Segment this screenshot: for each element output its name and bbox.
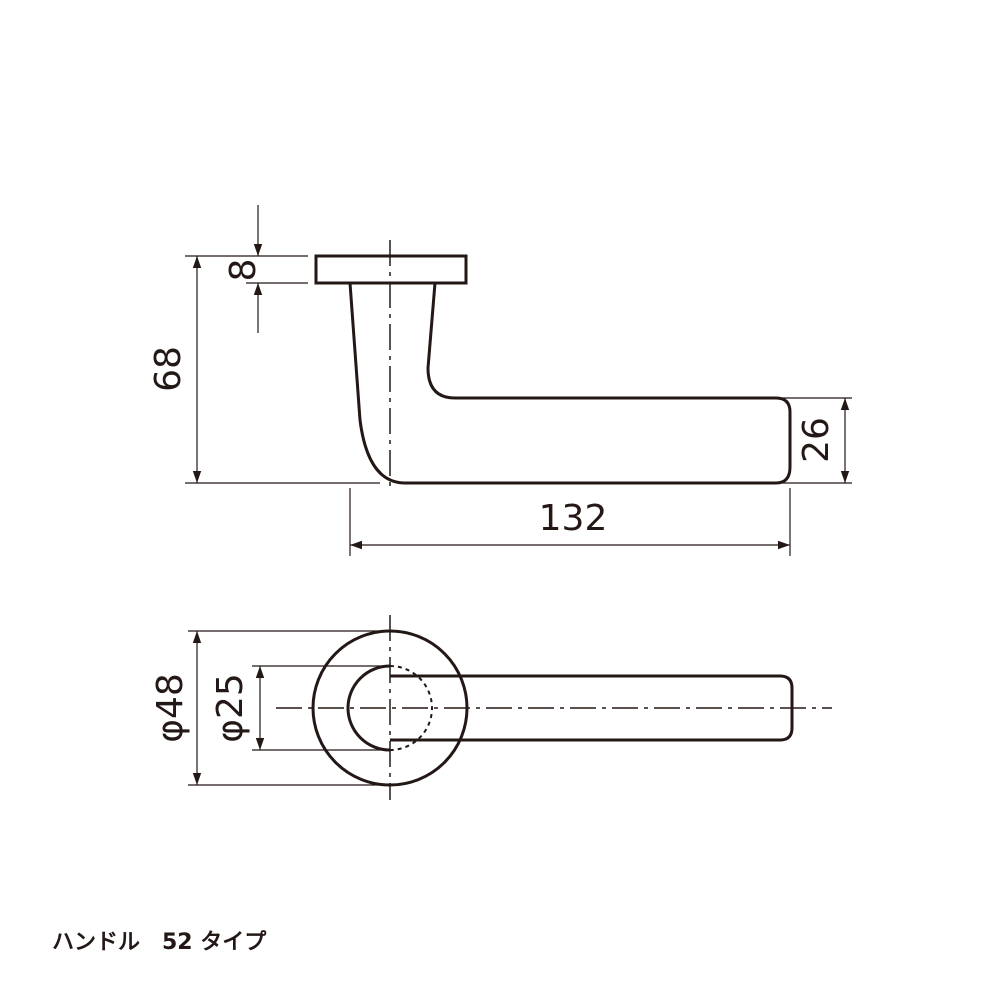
side-view — [185, 205, 852, 556]
lever-body — [348, 282, 792, 485]
dim-label-8: 8 — [223, 259, 264, 282]
product-caption: ハンドル 52 タイプ — [52, 930, 267, 955]
dim-label-68: 68 — [148, 346, 189, 392]
rose-plate — [314, 254, 468, 285]
dim-label-132: 132 — [539, 498, 608, 539]
neck-circle-visible — [346, 664, 391, 752]
dim-label-neck-diameter: φ25 — [210, 673, 251, 743]
top-view — [188, 615, 832, 800]
neck-circle-hidden — [389, 665, 433, 751]
dim-label-rose-diameter: φ48 — [150, 673, 191, 743]
dim-label-26: 26 — [796, 417, 837, 463]
